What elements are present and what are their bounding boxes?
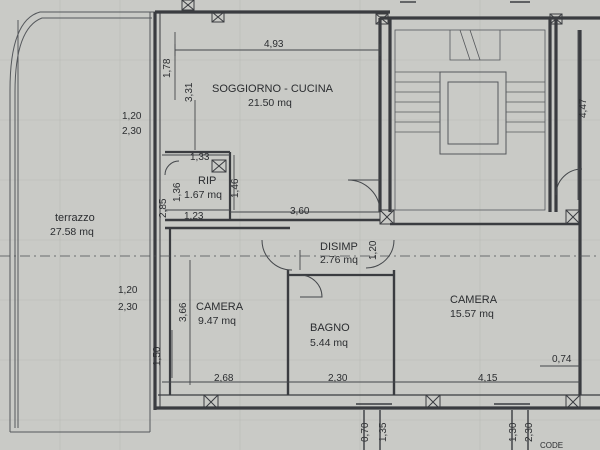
dim-label: 1,23: [184, 211, 204, 222]
dim-label: 1,20: [118, 285, 138, 296]
room-soggiorno-area: 21.50 mq: [248, 97, 292, 109]
dim-label: 2,30: [122, 126, 142, 137]
dim-label: 1,20: [368, 240, 379, 260]
dim-label: 1,50: [152, 346, 163, 366]
dim-label: 3,60: [290, 206, 310, 217]
dim-label: 4,47: [578, 98, 589, 118]
stairwell: [394, 29, 546, 211]
room-camera-left-name: CAMERA: [196, 301, 244, 313]
dim-label: 0,70: [360, 422, 371, 442]
dim-label: 2,30: [524, 422, 535, 442]
room-terrazzo-area: 27.58 mq: [50, 226, 94, 238]
dim-label: 2,85: [158, 198, 169, 218]
room-bagno-area: 5.44 mq: [310, 337, 348, 349]
room-disimp-area: 2.76 mq: [320, 254, 358, 266]
dim-label: 1,78: [162, 58, 173, 78]
dim-label: 3,31: [184, 82, 195, 102]
dim-label: 2,68: [214, 373, 234, 384]
room-camera-right-area: 15.57 mq: [450, 308, 494, 320]
vent-markers: [181, 0, 581, 410]
room-terrazzo-name: terrazzo: [55, 212, 95, 224]
room-soggiorno-name: SOGGIORNO - CUCINA: [212, 83, 334, 95]
bottom-markers: [356, 1, 530, 450]
dimension-lines: [162, 30, 580, 385]
dim-label: 1,36: [172, 182, 183, 202]
dim-label: 4,15: [478, 373, 498, 384]
room-disimp-name: DISIMP: [320, 241, 358, 253]
dim-label: 3,66: [178, 302, 189, 322]
room-bagno-name: BAGNO: [310, 322, 350, 334]
exterior-walls: [153, 10, 600, 410]
room-rip-name: RIP: [198, 175, 216, 187]
dimension-labels: 4,93 1,78 3,31 1,20 2,30 1,33 1,46 1,36 …: [118, 39, 589, 450]
dim-label: 1,20: [122, 111, 142, 122]
room-camera-right-name: CAMERA: [450, 294, 498, 306]
room-rip-area: 1.67 mq: [184, 189, 222, 201]
dim-label: 1,33: [190, 152, 210, 163]
dim-label: 0,74: [552, 354, 572, 365]
dim-label: 1,30: [508, 422, 519, 442]
room-camera-left-area: 9.47 mq: [198, 315, 236, 327]
dim-label: 1,46: [230, 178, 241, 198]
dim-label: 1,35: [378, 422, 389, 442]
dim-label: 4,93: [264, 39, 284, 50]
dim-label: 2,30: [118, 302, 138, 313]
interior-walls: [165, 150, 580, 395]
dim-label: 2,30: [328, 373, 348, 384]
partial-code-label: CODE: [540, 441, 563, 450]
room-labels: SOGGIORNO - CUCINA 21.50 mq RIP 1.67 mq …: [50, 83, 498, 349]
